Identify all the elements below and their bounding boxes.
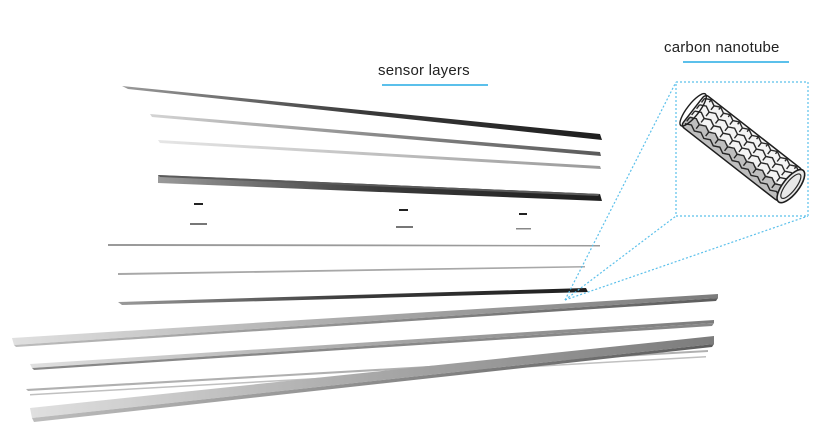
dark-layer-3 [118, 288, 588, 305]
zoom-callout-lines [564, 81, 809, 301]
carbon-nanotube-icon [679, 92, 806, 204]
sensor-layer-1 [122, 86, 602, 140]
contact-pad [399, 209, 408, 211]
substrate-plate-1-edge [14, 298, 718, 347]
substrate-plate-4 [30, 336, 714, 418]
thin-layer-1 [108, 244, 600, 247]
contact-pad [519, 213, 527, 215]
contact-pad [516, 228, 531, 230]
substrate-plate-1 [12, 294, 718, 345]
thin-layer-2 [118, 266, 585, 275]
carbon-nanotube-label: carbon nanotube [664, 39, 780, 56]
substrate-plate-2 [30, 320, 714, 368]
substrate-plate-4-edge [32, 344, 714, 422]
sensor-layers-underline [382, 84, 488, 86]
electrode-layer-top [158, 175, 600, 196]
substrate-plate-2-edge [32, 323, 714, 370]
contact-pad [194, 203, 203, 205]
sensor-layer-3 [158, 140, 601, 169]
carbon-nanotube-underline [683, 61, 789, 63]
sensor-layers-label: sensor layers [378, 62, 470, 79]
sensor-layer-2 [150, 114, 601, 156]
contact-pad [190, 223, 207, 225]
contact-pad [396, 226, 413, 228]
